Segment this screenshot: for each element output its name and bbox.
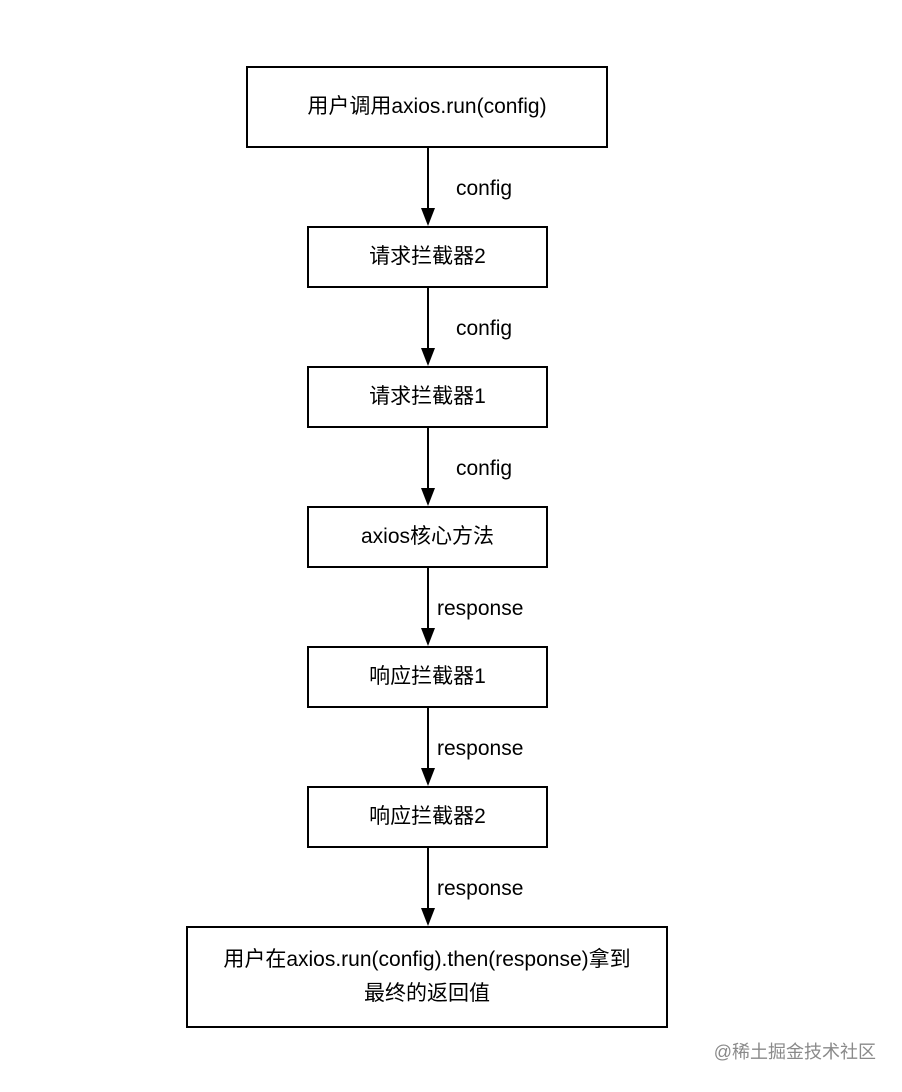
edge-2-label: config bbox=[456, 317, 513, 340]
edge-5-line bbox=[427, 708, 429, 770]
node-user-call: 用户调用axios.run(config) bbox=[246, 66, 608, 148]
node-request-interceptor-2: 请求拦截器2 bbox=[307, 226, 548, 288]
edge-3-label: config bbox=[456, 457, 513, 480]
node-axios-core-label: axios核心方法 bbox=[360, 525, 495, 548]
edge-5-arrowhead bbox=[421, 768, 435, 786]
edge-3-arrowhead bbox=[421, 488, 435, 506]
edge-1-line bbox=[427, 148, 429, 210]
node-final-result-line1: 用户在axios.run(config).then(response)拿到 bbox=[223, 948, 631, 971]
watermark: @稀土掘金技术社区 bbox=[713, 1042, 876, 1062]
edge-1-label: config bbox=[456, 177, 513, 200]
node-request-interceptor-1-label: 请求拦截器1 bbox=[369, 385, 486, 408]
node-request-interceptor-1: 请求拦截器1 bbox=[307, 366, 548, 428]
node-axios-core: axios核心方法 bbox=[307, 506, 548, 568]
node-final-result: 用户在axios.run(config).then(response)拿到 最终… bbox=[186, 926, 668, 1028]
node-final-result-line2: 最终的返回值 bbox=[364, 982, 490, 1005]
edge-6-line bbox=[427, 848, 429, 910]
edge-4-arrowhead bbox=[421, 628, 435, 646]
node-user-call-label: 用户调用axios.run(config) bbox=[307, 95, 547, 118]
edge-2-line bbox=[427, 288, 429, 350]
node-response-interceptor-2: 响应拦截器2 bbox=[307, 786, 548, 848]
edge-4-label: response bbox=[437, 597, 524, 620]
edge-4-line bbox=[427, 568, 429, 630]
edge-6-arrowhead bbox=[421, 908, 435, 926]
edge-5-label: response bbox=[437, 737, 524, 760]
node-response-interceptor-2-label: 响应拦截器2 bbox=[369, 805, 486, 828]
node-response-interceptor-1-label: 响应拦截器1 bbox=[369, 665, 486, 688]
edge-2-arrowhead bbox=[421, 348, 435, 366]
edge-6-label: response bbox=[437, 877, 524, 900]
edge-1-arrowhead bbox=[421, 208, 435, 226]
node-response-interceptor-1: 响应拦截器1 bbox=[307, 646, 548, 708]
edge-3-line bbox=[427, 428, 429, 490]
node-request-interceptor-2-label: 请求拦截器2 bbox=[369, 245, 486, 268]
